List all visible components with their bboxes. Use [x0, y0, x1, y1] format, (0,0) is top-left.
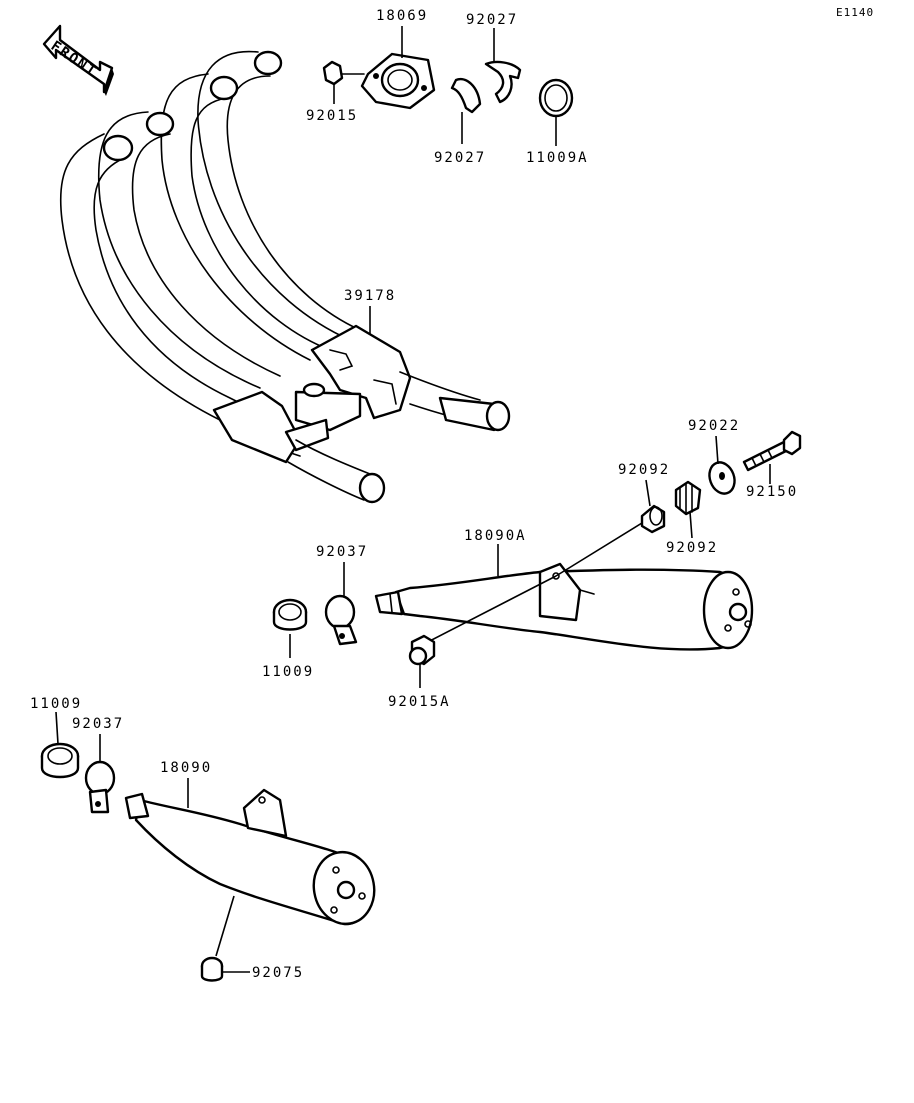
- part-label-39178: 39178: [344, 288, 396, 304]
- connector-gasket-right-part: [272, 598, 308, 631]
- connector-gasket-left-part: [40, 742, 80, 779]
- part-label-18090a: 18090A: [464, 528, 527, 544]
- cap-nut-part: [408, 634, 436, 666]
- part-label-11009-right: 11009: [262, 664, 314, 680]
- port-gasket-part: [538, 78, 574, 118]
- part-label-18069: 18069: [376, 8, 428, 24]
- exhaust-holder-part: [360, 52, 436, 110]
- front-arrow-icon: FRONT: [42, 24, 114, 96]
- part-label-11009a: 11009A: [526, 150, 589, 166]
- mounting-bolt-part: [742, 430, 802, 472]
- front-arrow-label: FRONT: [48, 38, 100, 80]
- part-label-92092-rear: 92092: [666, 540, 718, 556]
- left-muffler-part: [124, 788, 376, 926]
- clamp-left-part: [84, 760, 116, 814]
- diagram-code: E1140: [836, 6, 874, 19]
- flange-nut-part: [322, 60, 365, 86]
- part-label-92015a: 92015A: [388, 694, 451, 710]
- part-label-92027-lower: 92027: [434, 150, 486, 166]
- part-label-92075: 92075: [252, 965, 304, 981]
- split-keeper-lower-part: [450, 77, 482, 114]
- part-label-92027-upper: 92027: [466, 12, 518, 28]
- right-muffler-part: [374, 562, 754, 651]
- washer-part: [708, 461, 736, 495]
- part-label-92092-front: 92092: [618, 462, 670, 478]
- split-keeper-upper-part: [484, 60, 522, 104]
- clamp-right-part: [324, 594, 358, 646]
- part-label-92015: 92015: [306, 108, 358, 124]
- part-label-18090: 18090: [160, 760, 212, 776]
- part-label-92150: 92150: [746, 484, 798, 500]
- rubber-damper-front-part: [640, 504, 666, 534]
- part-label-11009-left: 11009: [30, 696, 82, 712]
- grommet-part: [200, 956, 224, 982]
- part-label-92037-right: 92037: [316, 544, 368, 560]
- part-label-92037-left: 92037: [72, 716, 124, 732]
- rubber-damper-rear-part: [674, 480, 702, 516]
- part-label-92022: 92022: [688, 418, 740, 434]
- header-pipe-assembly: [59, 50, 511, 504]
